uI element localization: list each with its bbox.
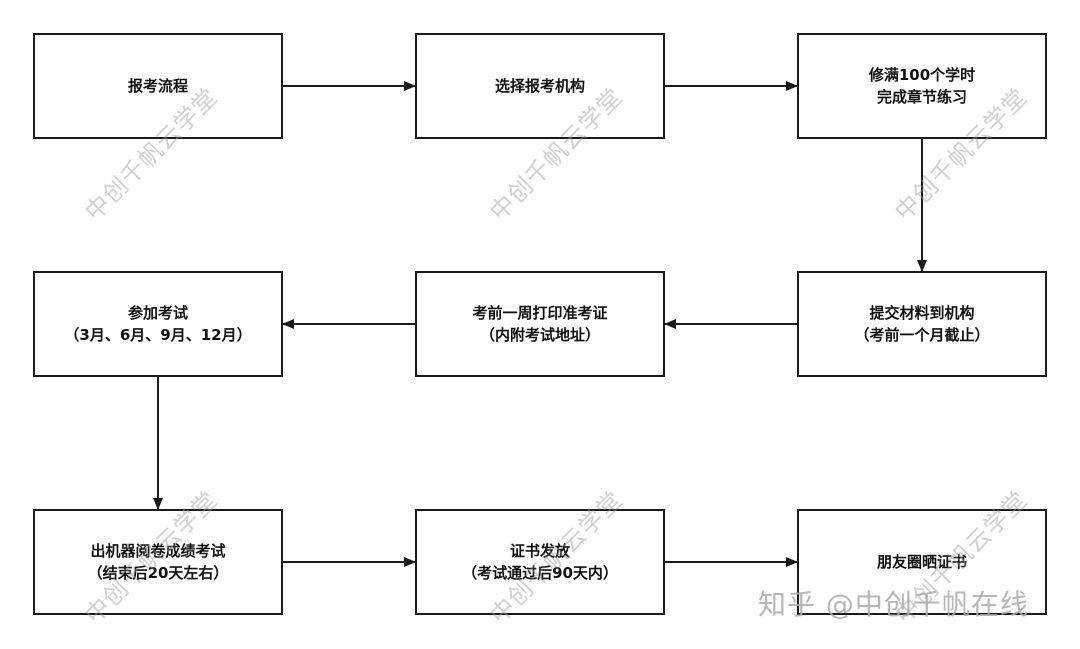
step-share-certificate: 朋友圈晒证书 (797, 509, 1047, 615)
step-sublabel: （考试通过后90天内） (462, 564, 618, 582)
step-complete-hours: 修满100个学时 完成章节练习 (797, 33, 1047, 139)
step-submit-materials: 提交材料到机构 （考前一个月截止） (797, 271, 1047, 377)
step-label: 选择报考机构 (494, 77, 585, 95)
step-choose-institution: 选择报考机构 (415, 33, 665, 139)
step-label: 出机器阅卷成绩考试 (90, 542, 226, 560)
step-label: 报考流程 (127, 77, 188, 95)
step-machine-grading-results: 出机器阅卷成绩考试 （结束后20天左右） (33, 509, 283, 615)
zhihu-credit-watermark: 知乎 @中创千帆在线 (758, 588, 1029, 621)
step-exam-process: 报考流程 (33, 33, 283, 139)
step-sublabel: （考前一个月截止） (854, 326, 990, 344)
step-sublabel: （3月、6月、9月、12月） (64, 326, 252, 344)
step-label: 修满100个学时 (868, 66, 976, 84)
step-take-exam: 参加考试 （3月、6月、9月、12月） (33, 271, 283, 377)
step-certificate-issued: 证书发放 （考试通过后90天内） (415, 509, 665, 615)
step-sublabel: 完成章节练习 (876, 88, 967, 106)
step-sublabel: （内附考试地址） (479, 326, 600, 344)
step-label: 考前一周打印准考证 (472, 304, 608, 322)
step-label: 提交材料到机构 (869, 304, 975, 322)
step-label: 参加考试 (127, 304, 188, 322)
step-label: 朋友圈晒证书 (876, 553, 967, 571)
step-sublabel: （结束后20天左右） (87, 564, 229, 582)
step-print-admission-ticket: 考前一周打印准考证 （内附考试地址） (415, 271, 665, 377)
step-label: 证书发放 (509, 542, 570, 560)
